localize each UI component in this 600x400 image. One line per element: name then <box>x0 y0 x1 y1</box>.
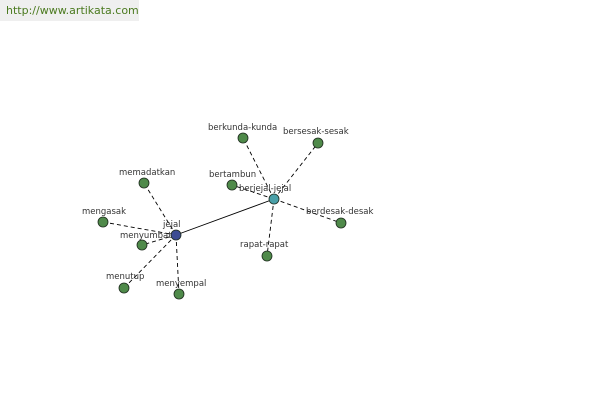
node-label-bersesak-sesak: bersesak-sesak <box>283 127 349 137</box>
edge-jejal-berjejal-jejal <box>175 198 275 236</box>
node-menyempal[interactable]: menyempal <box>156 279 206 300</box>
node-menutup[interactable]: menutup <box>106 272 144 294</box>
edge-berjejal-jejal-rapat-rapat <box>266 198 275 257</box>
nodes-layer: jejal berjejal-jejal memadatkan mengasak men… <box>82 123 373 300</box>
edge-jejal-menyumbat <box>141 234 177 246</box>
node-berkunda-kunda[interactable]: berkunda-kunda <box>208 123 277 144</box>
node-label-mengasak: mengasak <box>82 207 126 217</box>
edge-berjejal-jejal-bertambun <box>231 184 275 200</box>
node-marker-berdesak-desak[interactable] <box>335 217 347 229</box>
edges-layer <box>102 137 342 295</box>
node-berdesak-desak[interactable]: berdesak-desak <box>306 207 373 229</box>
node-label-menyempal: menyempal <box>156 279 206 289</box>
node-menyumbat[interactable]: menyumbat <box>120 231 172 251</box>
node-label-berjejal-jejal: berjejal-jejal <box>239 184 291 194</box>
node-marker-rapat-rapat[interactable] <box>261 250 273 262</box>
node-label-menyumbat: menyumbat <box>120 231 172 241</box>
node-bertambun[interactable]: bertambun <box>209 170 256 191</box>
node-marker-menyempal[interactable] <box>173 288 185 300</box>
edge-jejal-menutup <box>123 234 177 289</box>
node-marker-menyumbat[interactable] <box>136 239 148 251</box>
edge-berjejal-jejal-berkunda-kunda <box>242 137 275 200</box>
node-label-berdesak-desak: berdesak-desak <box>306 207 373 217</box>
node-mengasak[interactable]: mengasak <box>82 207 126 228</box>
source-url-banner[interactable]: http://www.artikata.com <box>0 0 139 21</box>
node-label-berkunda-kunda: berkunda-kunda <box>208 123 277 133</box>
node-marker-jejal[interactable] <box>170 229 182 241</box>
node-label-jejal: jejal <box>162 220 181 230</box>
edge-jejal-mengasak <box>102 221 177 236</box>
node-marker-berkunda-kunda[interactable] <box>237 132 249 144</box>
node-memadatkan[interactable]: memadatkan <box>119 168 175 189</box>
edge-jejal-menyempal <box>175 234 180 295</box>
edge-berjejal-jejal-berdesak-desak <box>273 198 342 224</box>
node-label-bertambun: bertambun <box>209 170 256 180</box>
node-marker-bersesak-sesak[interactable] <box>312 137 324 149</box>
node-label-memadatkan: memadatkan <box>119 168 175 178</box>
node-rapat-rapat[interactable]: rapat-rapat <box>240 240 289 262</box>
node-marker-berjejal-jejal[interactable] <box>268 193 280 205</box>
node-label-rapat-rapat: rapat-rapat <box>240 240 289 250</box>
edge-berjejal-jejal-bersesak-sesak <box>273 142 319 200</box>
node-marker-memadatkan[interactable] <box>138 177 150 189</box>
node-jejal[interactable]: jejal <box>162 220 182 241</box>
node-marker-menutup[interactable] <box>118 282 130 294</box>
edge-jejal-memadatkan <box>143 182 177 236</box>
node-bersesak-sesak[interactable]: bersesak-sesak <box>283 127 349 149</box>
node-marker-mengasak[interactable] <box>97 216 109 228</box>
node-berjejal-jejal[interactable]: berjejal-jejal <box>239 184 291 205</box>
node-label-menutup: menutup <box>106 272 144 282</box>
node-marker-bertambun[interactable] <box>226 179 238 191</box>
